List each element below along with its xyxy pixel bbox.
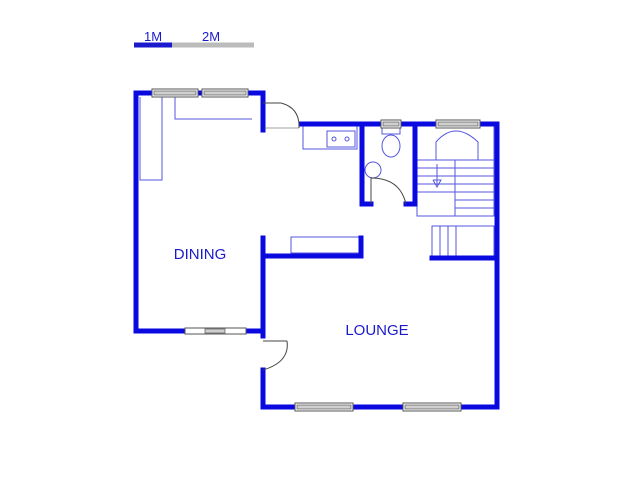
wall-bathroom-right [403,121,418,207]
window-lounge-bottom-2-glass [404,404,460,410]
sink-drain-right-icon [344,136,350,142]
lower-steps [431,225,495,257]
windows [151,88,481,412]
window-dining-top-2-glass [203,90,247,96]
dining-top-counter [174,97,252,120]
room-label-dining: DINING [174,246,227,263]
wall-lounge-outer [260,121,500,410]
window-lounge-bottom-1-glass [296,404,352,410]
wall-divider-lounge [260,235,364,259]
door-bathroom-swing [370,177,407,205]
sliding-door-dining-panel [204,328,226,334]
toilet-bowl-icon [381,134,401,158]
scale-bar: 1M 2M [134,29,254,48]
stair-arrow-head-icon [432,179,442,189]
window-dining-top-1-glass [153,90,197,96]
staircase [416,125,495,257]
window-stairs-top-glass [437,121,479,127]
scale-label-1m: 1M [144,29,162,44]
walls [133,90,500,410]
dining-counter [139,97,163,181]
lounge-cabinet [290,236,362,254]
stair-curve [435,130,479,160]
room-label-lounge: LOUNGE [345,322,408,339]
wall-dining-outer [133,90,266,334]
doors [262,102,407,371]
door-kitchen-swing [280,102,300,129]
basin-icon [364,161,382,179]
sink-drain-left-icon [331,136,337,142]
wall-bathroom-left [359,121,374,207]
sink-icon [326,130,356,148]
scale-label-2m: 2M [202,29,220,44]
window-bathroom-glass [382,121,400,127]
door-lounge-swing [262,340,288,371]
